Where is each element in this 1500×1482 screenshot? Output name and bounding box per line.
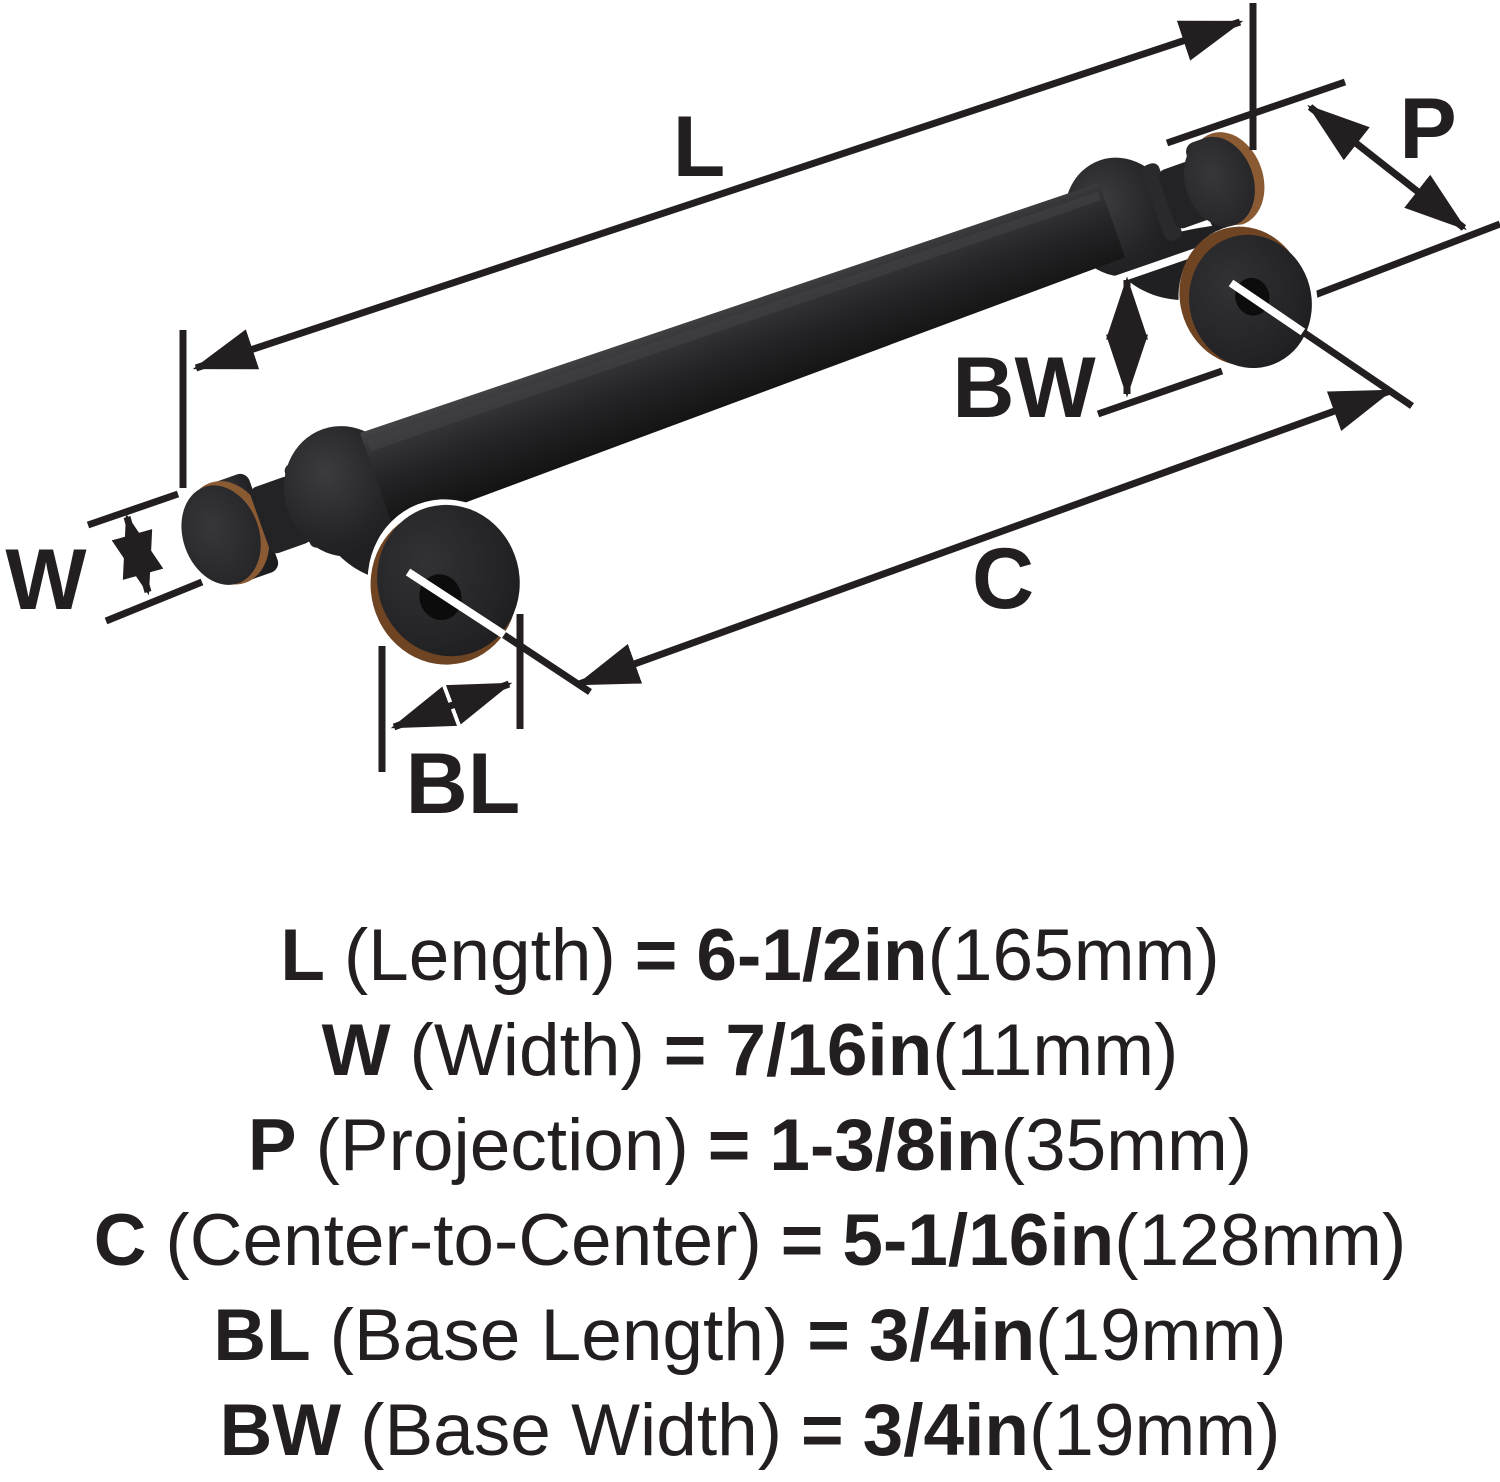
bottom-hole-centerline-white [405, 568, 509, 640]
projection-label: P [1399, 81, 1456, 177]
left-cap-face [181, 485, 261, 585]
center-label: C [972, 531, 1034, 627]
spec-equals: = [707, 1105, 751, 1186]
width-label: W [5, 532, 87, 628]
spec-metric: (19mm) [1028, 1390, 1281, 1471]
spec-equals: = [663, 1010, 707, 1091]
center-dimension-arrow [575, 387, 1394, 688]
spec-imperial: 6-1/2in [696, 915, 928, 996]
spec-desc: (Length) [343, 915, 616, 996]
projection-dimension-arrow [1307, 104, 1467, 231]
spec-key: C [93, 1200, 147, 1281]
spec-row-width: W(Width)=7/16in(11mm) [0, 1003, 1500, 1098]
base-width-label: BW [952, 340, 1096, 436]
spec-equals: = [807, 1295, 850, 1376]
spec-desc: (Width) [409, 1010, 645, 1091]
length-dimension-arrow [192, 18, 1244, 372]
spec-imperial: 1-3/8in [769, 1105, 1001, 1186]
spec-desc: (Base Width) [360, 1390, 783, 1471]
spec-row-center-to-center: C(Center-to-Center)=5-1/16in(128mm) [0, 1193, 1500, 1288]
spec-imperial: 3/4in [862, 1390, 1029, 1471]
spec-equals: = [780, 1200, 824, 1281]
spec-metric: (19mm) [1035, 1295, 1287, 1376]
base-length-dimension-arrow [390, 680, 513, 731]
projection-top-extension-line [1165, 78, 1347, 147]
spec-metric: (11mm) [932, 1010, 1179, 1091]
spec-key: P [247, 1105, 297, 1186]
dimension-spec-list: L(Length)=6-1/2in(165mm) W(Width)=7/16in… [0, 908, 1500, 1478]
spec-row-projection: P(Projection)=1-3/8in(35mm) [0, 1098, 1500, 1193]
spec-imperial: 3/4in [868, 1295, 1036, 1376]
spec-key: BW [219, 1390, 342, 1471]
width-top-extension-line [86, 490, 180, 529]
spec-desc: (Center-to-Center) [165, 1200, 762, 1281]
spec-key: BL [213, 1295, 311, 1376]
width-dimension-arrow [111, 513, 164, 596]
spec-row-length: L(Length)=6-1/2in(165mm) [0, 908, 1500, 1003]
base-length-label: BL [406, 736, 521, 832]
length-label: L [673, 99, 726, 195]
spec-key: L [280, 915, 325, 996]
spec-metric: (165mm) [927, 915, 1220, 996]
spec-imperial: 7/16in [725, 1010, 933, 1091]
spec-desc: (Base Length) [329, 1295, 789, 1376]
spec-equals: = [801, 1390, 844, 1471]
spec-metric: (35mm) [1000, 1105, 1253, 1186]
spec-row-base-length: BL(Base Length)=3/4in(19mm) [0, 1288, 1500, 1383]
spec-imperial: 5-1/16in [842, 1200, 1115, 1281]
center-right-extension-line [1301, 329, 1414, 409]
spec-desc: (Projection) [315, 1105, 689, 1186]
width-bottom-extension-line [104, 578, 204, 625]
base-width-bottom-extension-line [1096, 367, 1224, 418]
spec-equals: = [634, 915, 678, 996]
spec-metric: (128mm) [1114, 1200, 1407, 1281]
spec-row-base-width: BW(Base Width)=3/4in(19mm) [0, 1383, 1500, 1478]
spec-key: W [321, 1010, 391, 1091]
